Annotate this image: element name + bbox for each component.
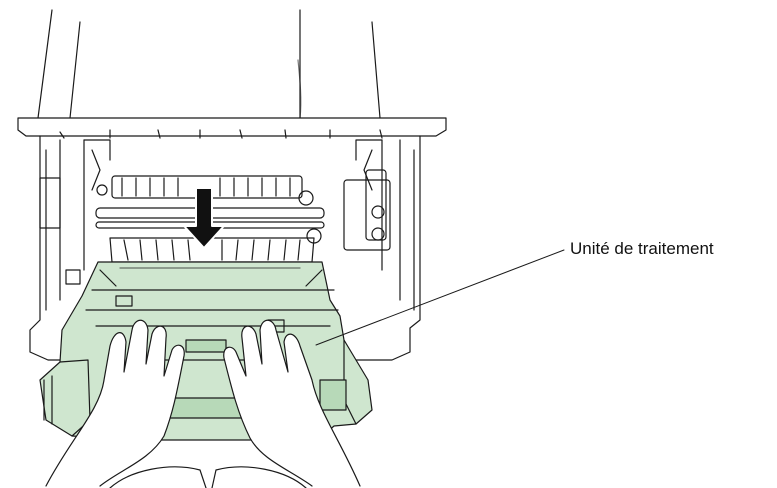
processing-unit-label: Unité de traitement (570, 239, 714, 258)
arrow-down-icon (183, 187, 225, 249)
hands (45, 319, 361, 488)
printer-body (29, 135, 421, 361)
printer-front-lid (17, 117, 447, 139)
callout-leader-line (315, 249, 565, 346)
printer-top-cover (37, 9, 381, 119)
